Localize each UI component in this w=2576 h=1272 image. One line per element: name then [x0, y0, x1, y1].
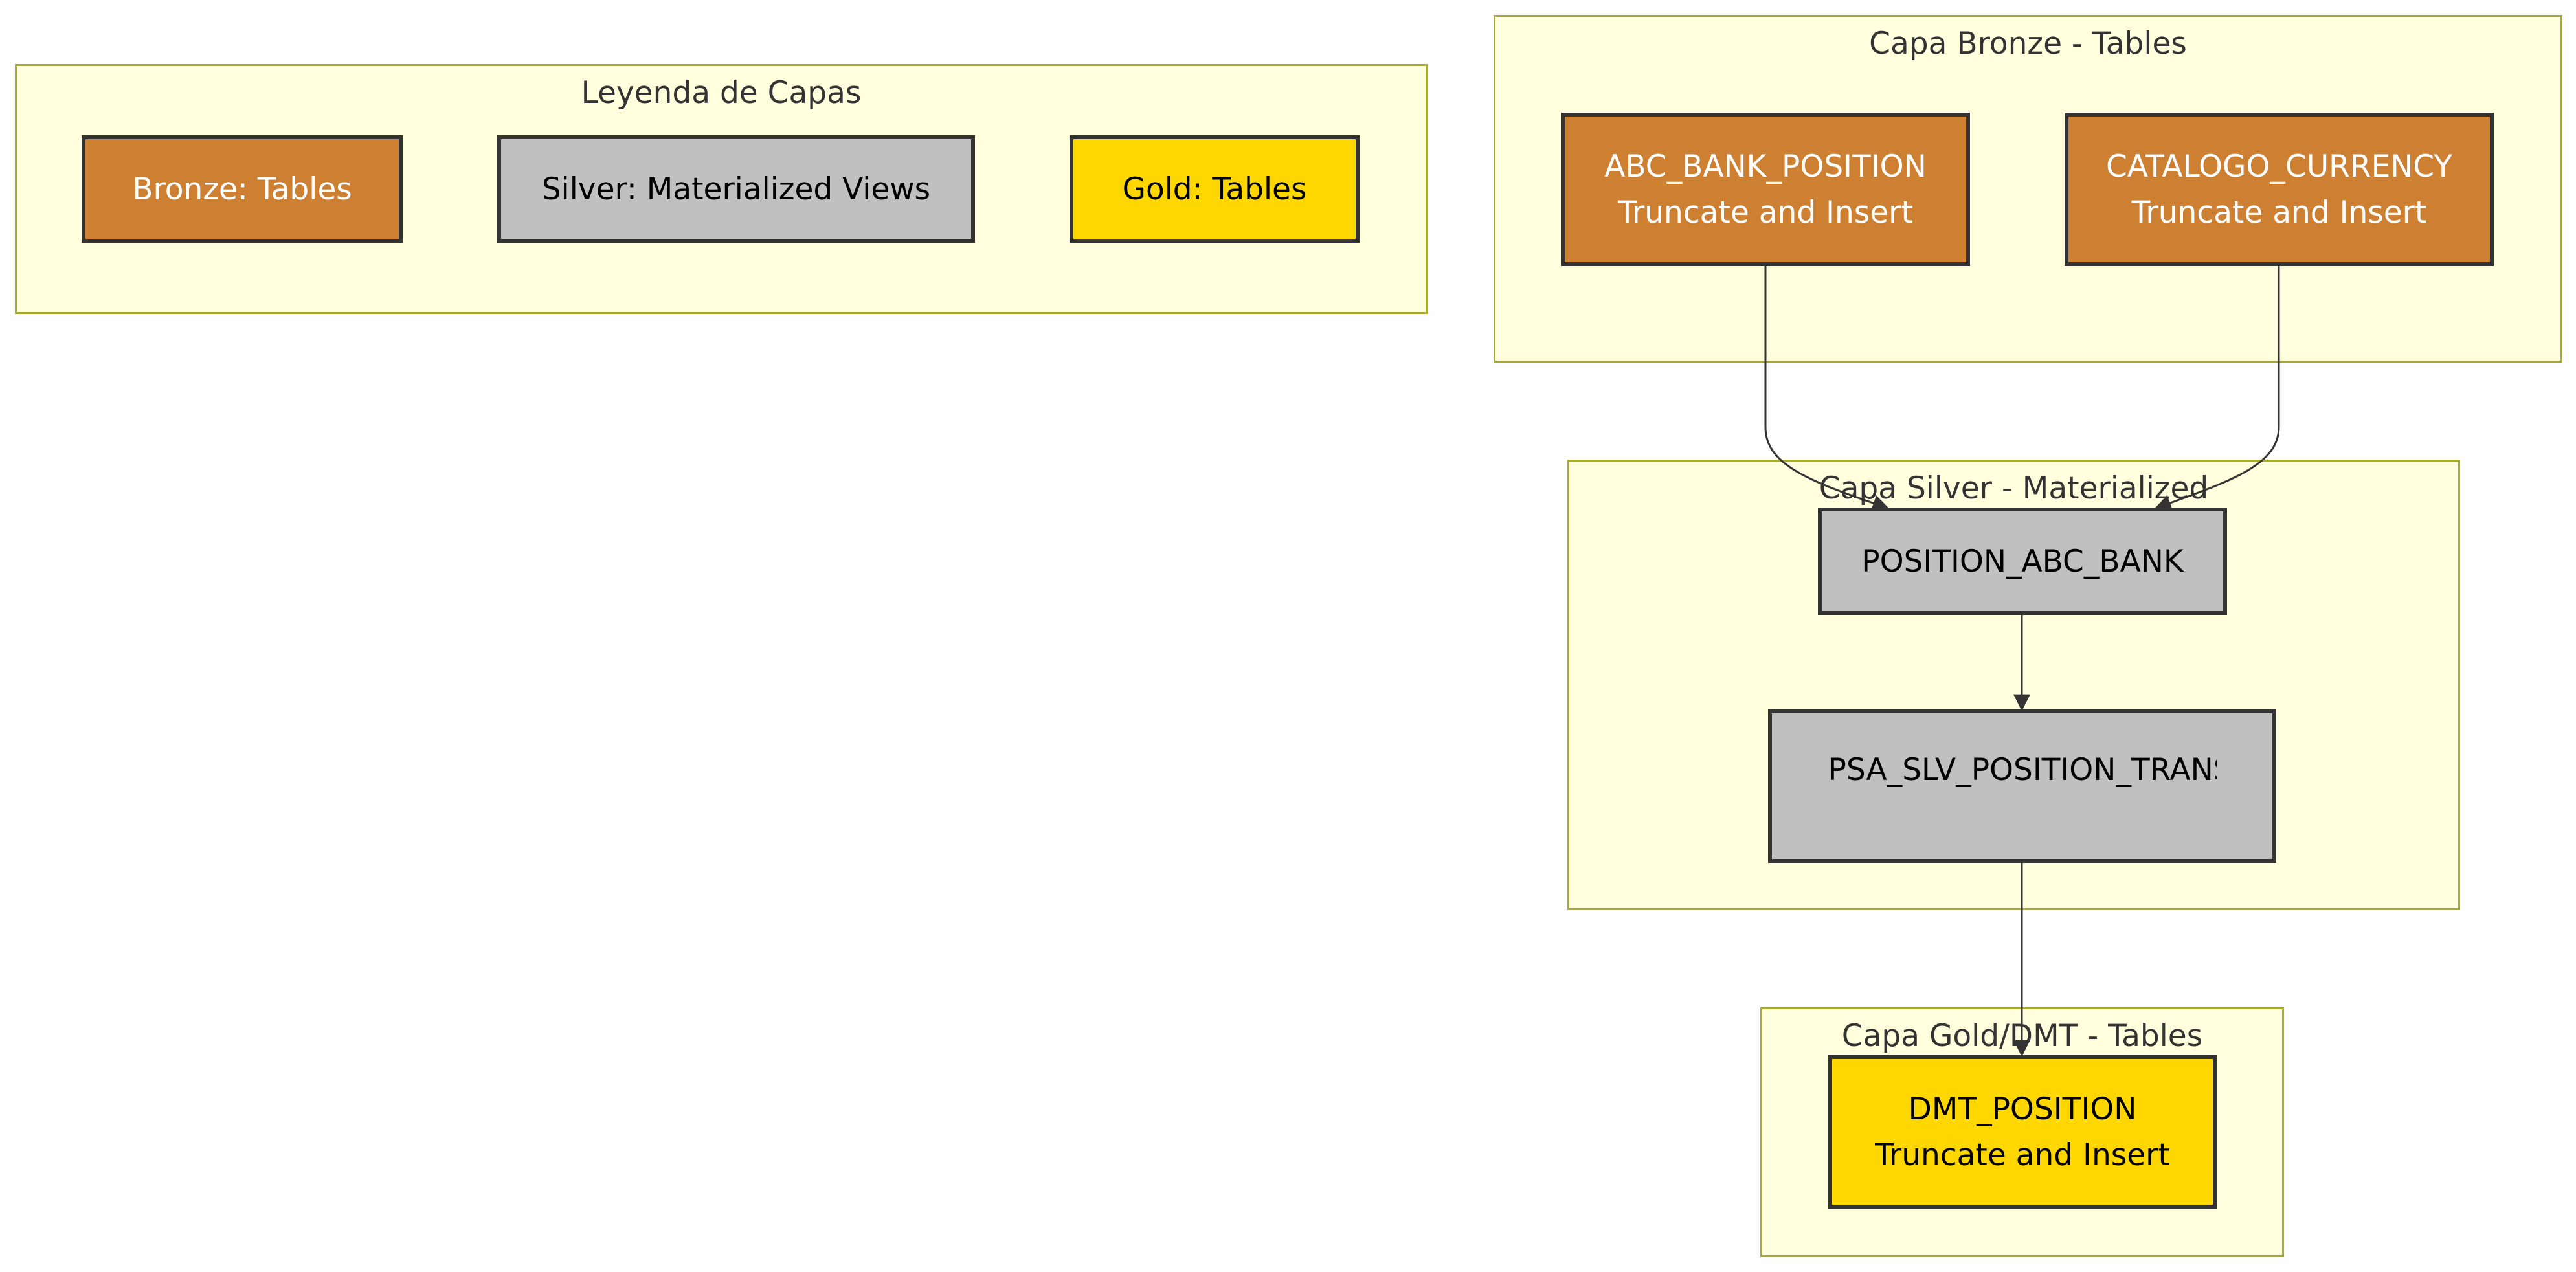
- legend-silver-node[interactable]: Silver: Materialized Views: [497, 135, 975, 243]
- psa-slv-position-transform-node[interactable]: PSA_SLV_POSITION_TRANSFC: [1768, 709, 2276, 863]
- legend-gold-node[interactable]: Gold: Tables: [1070, 135, 1360, 243]
- legend-bronze-node[interactable]: Bronze: Tables: [82, 135, 403, 243]
- edge-catalogo-currency-to-position: [2154, 265, 2280, 511]
- abc-bank-position-note: Truncate and Insert: [1618, 194, 1913, 230]
- legend-bronze-label: Bronze: Tables: [132, 171, 352, 207]
- position-abc-bank-label: POSITION_ABC_BANK: [1861, 543, 2184, 579]
- abc-bank-position-node[interactable]: ABC_BANK_POSITION Truncate and Insert: [1561, 113, 1970, 266]
- dmt-position-note: Truncate and Insert: [1875, 1137, 2170, 1173]
- dmt-position-node[interactable]: DMT_POSITION Truncate and Insert: [1828, 1055, 2217, 1209]
- position-abc-bank-node[interactable]: POSITION_ABC_BANK: [1818, 508, 2227, 615]
- legend-gold-label: Gold: Tables: [1122, 171, 1307, 207]
- bronze-layer-title: Capa Bronze - Tables: [1869, 26, 2187, 61]
- legend-silver-label: Silver: Materialized Views: [541, 171, 931, 207]
- legend-cluster-title: Leyenda de Capas: [581, 75, 862, 111]
- catalogo-currency-name: CATALOGO_CURRENCY: [2105, 148, 2453, 184]
- abc-bank-position-name: ABC_BANK_POSITION: [1604, 148, 1927, 184]
- psa-slv-position-transform-label: PSA_SLV_POSITION_TRANSFC: [1828, 752, 2217, 788]
- edge-abc-bank-to-position: [1764, 265, 1890, 511]
- catalogo-currency-node[interactable]: CATALOGO_CURRENCY Truncate and Insert: [2065, 113, 2494, 266]
- dmt-position-name: DMT_POSITION: [1908, 1091, 2137, 1127]
- catalogo-currency-note: Truncate and Insert: [2131, 194, 2427, 230]
